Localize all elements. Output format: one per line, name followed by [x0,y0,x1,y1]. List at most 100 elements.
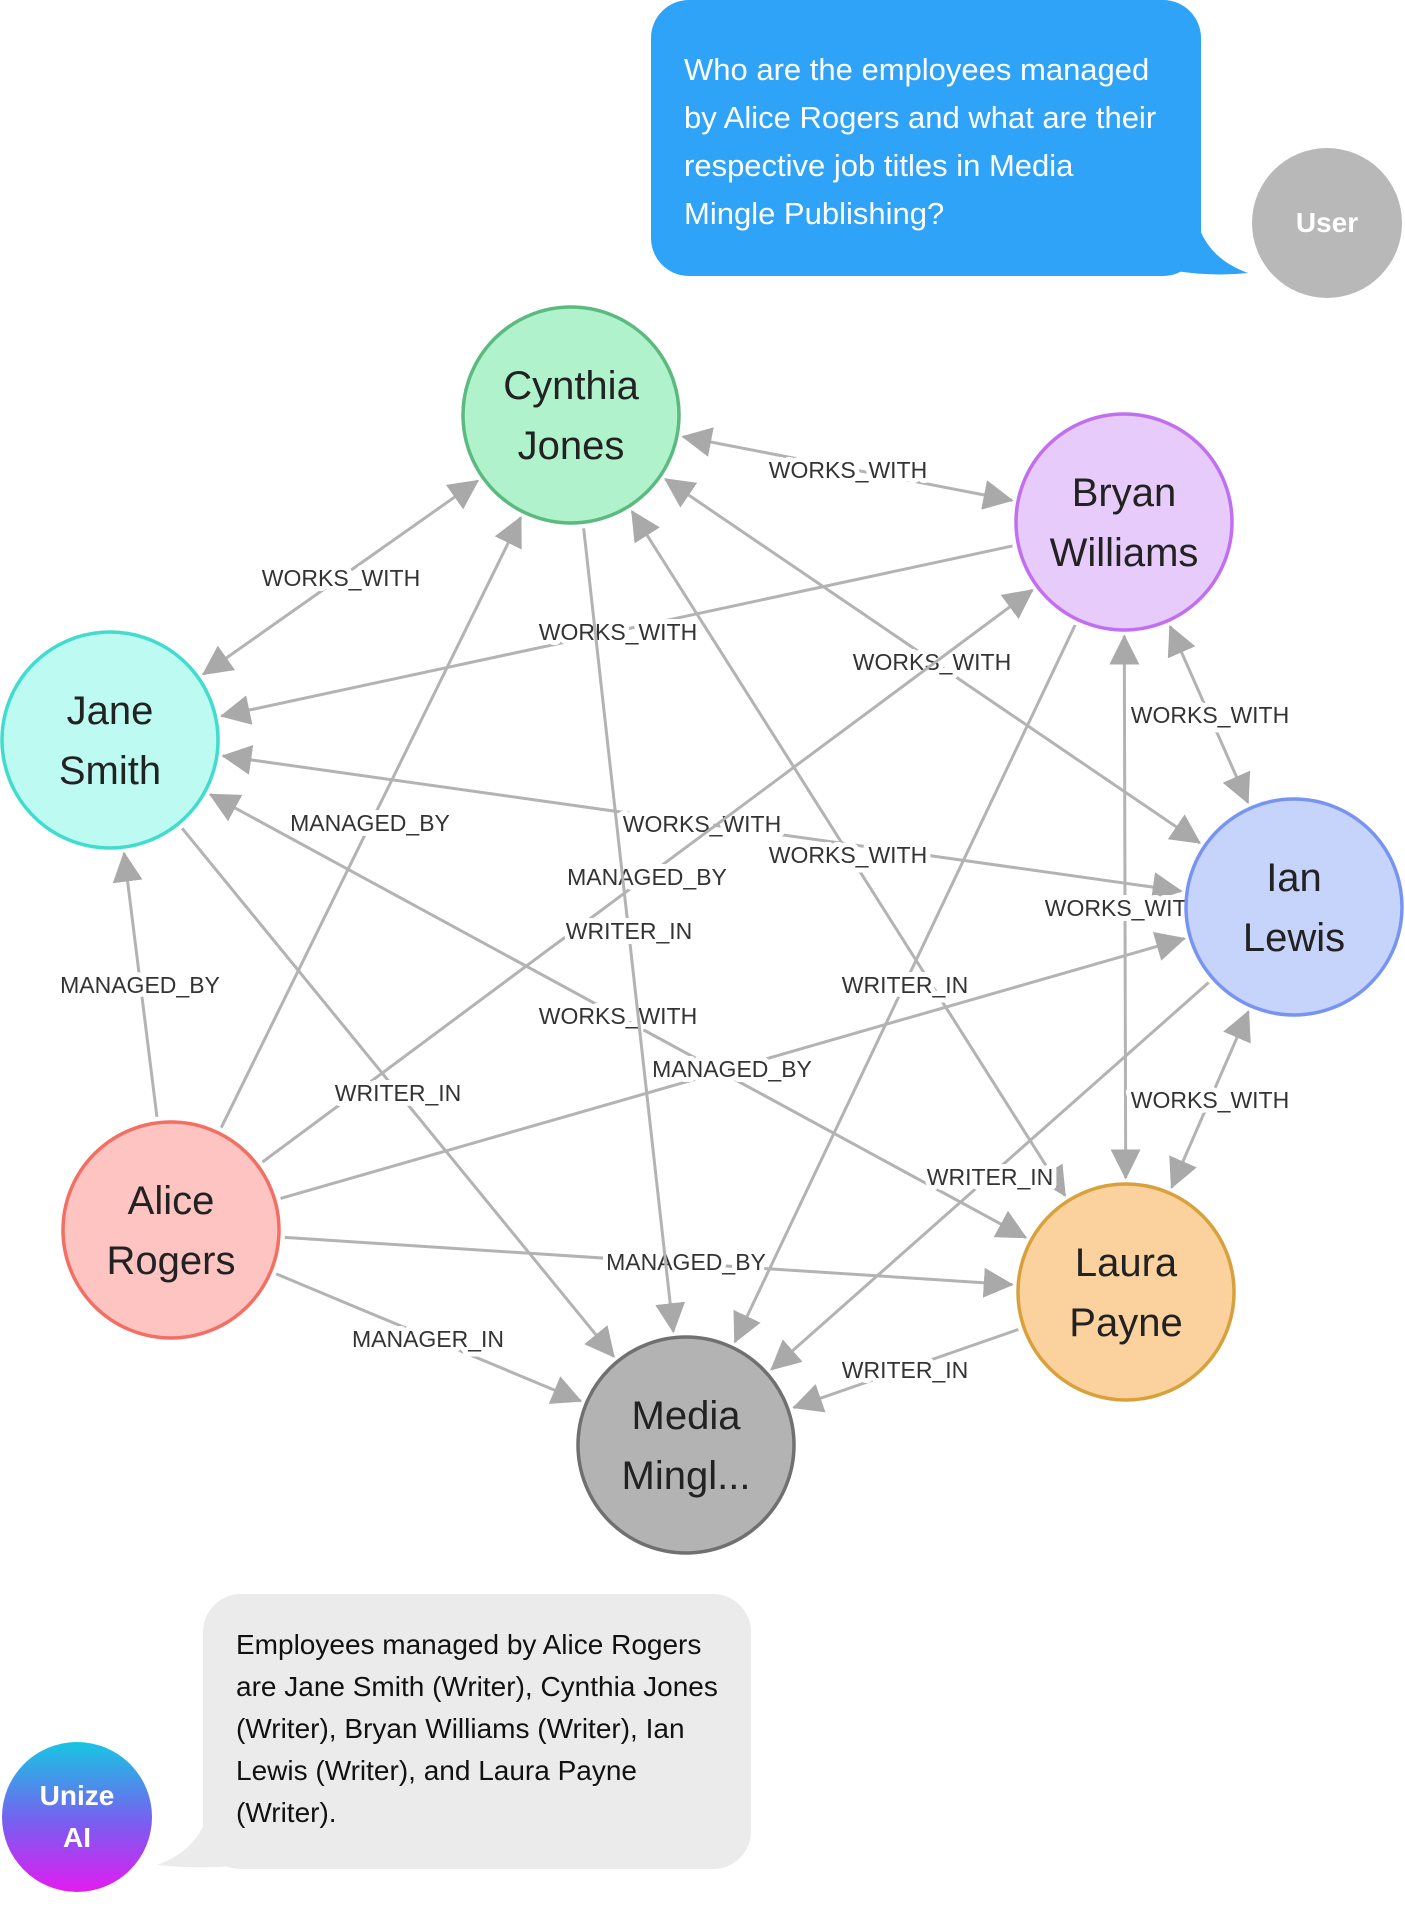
edge-alice-bryan: MANAGED_BY [261,588,1034,1164]
node-label-line: Alice [128,1179,215,1223]
edge-label: WORKS_WITH [769,457,927,483]
node-label-line: Smith [59,749,161,793]
edge-label: WORKS_WITH [623,811,781,837]
edge-bryan-laura: WORKS_WITH [1040,634,1208,1180]
edge-label: WORKS_WITH [1045,895,1203,921]
node-label-line: Jones [518,424,625,468]
node-label-line: Jane [67,689,154,733]
edge-cynthia-media: WRITER_IN [561,528,697,1334]
edge-line [582,528,686,1334]
edge-line [201,479,480,676]
edge-line [261,588,1034,1164]
edge-label: MANAGED_BY [290,810,450,836]
ai-bubble-tail [157,1822,235,1868]
node-circle[interactable] [1184,797,1404,1017]
edge-line [792,1328,1019,1413]
edge-line [280,931,1186,1200]
edge-ian-media: WRITER_IN [770,981,1210,1371]
edge-line [733,624,1077,1344]
edge-line [770,981,1210,1371]
user-message-text: Who are the employees managed by Alice R… [684,52,1157,231]
edge-label: WORKS_WITH [1131,1087,1289,1113]
edge-line [180,827,616,1358]
ai-avatar: Unize AI [2,1742,152,1892]
node-circle[interactable] [0,630,220,850]
edge-line [275,1272,583,1404]
node-circle[interactable] [61,1120,281,1340]
edge-jane-cynthia: WORKS_WITH [201,479,480,676]
edge-line [208,793,1028,1239]
user-avatar-label: User [1295,207,1359,238]
edge-bryan-ian: WORKS_WITH [1126,624,1294,805]
edge-label: WORKS_WITH [853,649,1011,675]
user-avatar: User [1252,148,1402,298]
edge-alice-media: MANAGER_IN [275,1272,583,1404]
edge-cynthia-bryan: WORKS_WITH [681,427,1014,510]
edge-label: MANAGED_BY [606,1249,766,1275]
edge-label: WRITER_IN [335,1080,462,1106]
node-label-line: Williams [1050,531,1199,575]
edge-line [1109,634,1141,1180]
ai-message-text: Employees managed by Alice Rogers are Ja… [236,1629,718,1828]
node-circle[interactable] [576,1335,796,1555]
edge-line [1169,1010,1251,1189]
edge-label: WORKS_WITH [539,1003,697,1029]
ai-avatar-label: Unize AI [39,1780,115,1853]
node-label-line: Laura [1075,1241,1178,1285]
edge-label: WORKS_WITH [1131,702,1289,728]
edge-label: WORKS_WITH [769,842,927,868]
edge-label: MANAGED_BY [652,1056,812,1082]
node-label-line: Payne [1069,1301,1182,1345]
ai-message-bubble: Employees managed by Alice Rogers are Ja… [203,1594,751,1869]
edge-label: WRITER_IN [927,1164,1054,1190]
edge-alice-cynthia: MANAGED_BY [219,515,523,1129]
edge-line [1167,624,1251,805]
edge-line [284,1235,1014,1298]
node-label-line: Ian [1266,856,1322,900]
node-label-line: Lewis [1243,916,1345,960]
edge-bryan-media: WRITER_IN [733,624,1077,1344]
edge-alice-ian: MANAGED_BY [280,931,1186,1200]
edge-label: WORKS_WITH [539,619,697,645]
node-label-line: Mingl... [622,1454,751,1498]
edge-label: WORKS_WITH [262,565,420,591]
edge-label: MANAGED_BY [60,972,220,998]
node-circle[interactable] [461,305,681,525]
user-bubble-tail [1170,230,1248,275]
node-label-line: Cynthia [503,364,639,408]
edge-line [112,851,159,1118]
edge-jane-laura: WORKS_WITH [208,793,1028,1239]
edge-ian-laura: WORKS_WITH [1126,1010,1294,1189]
node-label-line: Media [632,1394,742,1438]
edge-jane-media: WRITER_IN [180,827,616,1358]
edge-label: MANAGED_BY [567,864,727,890]
node-circle[interactable] [1014,412,1234,632]
user-message-bubble: Who are the employees managed by Alice R… [651,0,1201,276]
edge-label: WRITER_IN [842,1357,969,1383]
edges-layer: WORKS_WITH WORKS_WITH WORKS_WITH WORKS_WITH… [55,427,1294,1413]
node-circle[interactable] [1016,1182,1236,1402]
edge-laura-media: WRITER_IN [792,1328,1019,1413]
edge-label: MANAGER_IN [352,1326,504,1352]
edge-label: WRITER_IN [566,918,693,944]
node-label-line: Bryan [1072,471,1177,515]
edge-alice-laura: MANAGED_BY [284,1235,1014,1298]
node-label-line: Rogers [107,1239,236,1283]
edge-alice-jane: MANAGED_BY [55,851,225,1118]
